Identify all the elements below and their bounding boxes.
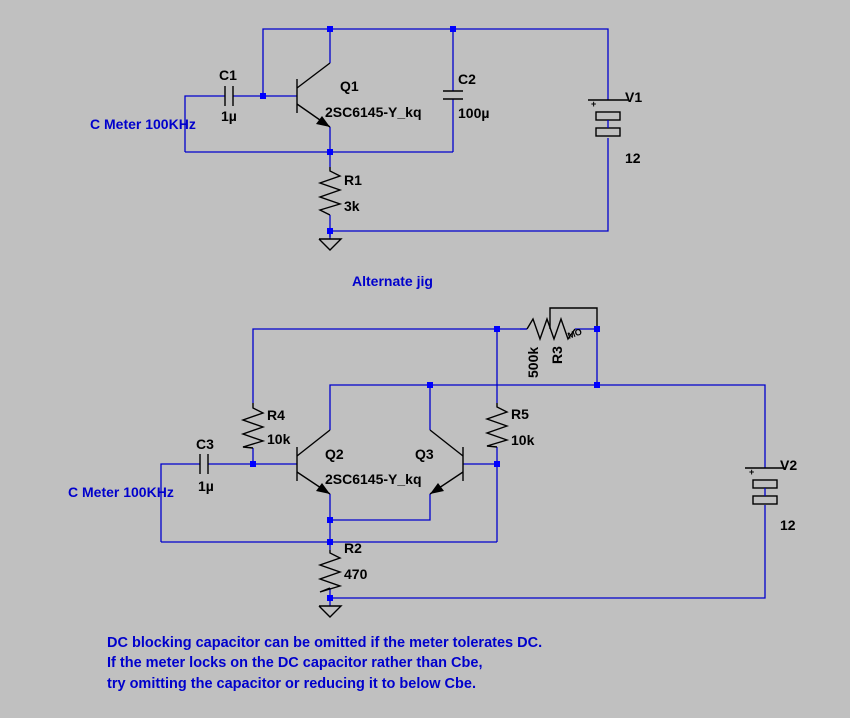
r5-resistor bbox=[484, 403, 510, 448]
q1-transistor bbox=[296, 62, 331, 128]
jig2-junctions bbox=[250, 326, 600, 601]
r3-resistor bbox=[526, 307, 598, 342]
v2-battery: + bbox=[745, 467, 785, 505]
q3-transistor bbox=[429, 429, 464, 495]
r1-name: R1 bbox=[344, 172, 362, 188]
c2-value: 100µ bbox=[458, 105, 489, 121]
q1-name: Q1 bbox=[340, 78, 359, 94]
jig1-junctions bbox=[260, 26, 456, 234]
c3-name: C3 bbox=[196, 436, 214, 452]
r1-value: 3k bbox=[344, 198, 360, 214]
c1-name: C1 bbox=[219, 67, 237, 83]
r5-name: R5 bbox=[511, 406, 529, 422]
note-line-3: try omitting the capacitor or reducing i… bbox=[107, 676, 476, 692]
q2-name: Q2 bbox=[325, 446, 344, 462]
r4-value: 10k bbox=[267, 431, 291, 447]
r5-value: 10k bbox=[511, 432, 535, 448]
c3-value: 1µ bbox=[198, 478, 214, 494]
note-line-1: DC blocking capacitor can be omitted if … bbox=[107, 635, 542, 651]
meter-label-1: C Meter 100KHz bbox=[90, 116, 196, 132]
v1-value: 12 bbox=[625, 150, 641, 166]
svg-text:+: + bbox=[591, 99, 596, 109]
r2-resistor bbox=[317, 550, 343, 593]
jig1-wires bbox=[184, 28, 609, 237]
r3-tag: MO bbox=[566, 327, 583, 341]
c3-capacitor bbox=[199, 454, 209, 474]
meter-label-2: C Meter 100KHz bbox=[68, 484, 174, 500]
v1-name: V1 bbox=[625, 89, 642, 105]
r2-value: 470 bbox=[344, 566, 368, 582]
q3-name: Q3 bbox=[415, 446, 434, 462]
q2-model: 2SC6145-Y_kq bbox=[325, 471, 422, 487]
r1-resistor bbox=[317, 167, 343, 216]
r3-name: R3 bbox=[549, 346, 565, 364]
r3-value: 500k bbox=[525, 347, 541, 378]
note-line-2: If the meter locks on the DC capacitor r… bbox=[107, 655, 482, 671]
alternate-jig-title: Alternate jig bbox=[352, 273, 433, 289]
jig2-wires bbox=[160, 328, 766, 606]
r4-resistor bbox=[240, 403, 266, 449]
c1-value: 1µ bbox=[221, 108, 237, 124]
c2-name: C2 bbox=[458, 71, 476, 87]
c1-capacitor bbox=[224, 86, 234, 106]
v1-battery: + bbox=[588, 99, 628, 137]
svg-text:+: + bbox=[749, 467, 754, 477]
r4-name: R4 bbox=[267, 407, 285, 423]
v2-value: 12 bbox=[780, 517, 796, 533]
r2-name: R2 bbox=[344, 540, 362, 556]
c2-capacitor bbox=[443, 90, 463, 100]
ground-2 bbox=[318, 605, 343, 618]
v2-name: V2 bbox=[780, 457, 797, 473]
q1-model: 2SC6145-Y_kq bbox=[325, 104, 422, 120]
q2-transistor bbox=[296, 429, 331, 495]
